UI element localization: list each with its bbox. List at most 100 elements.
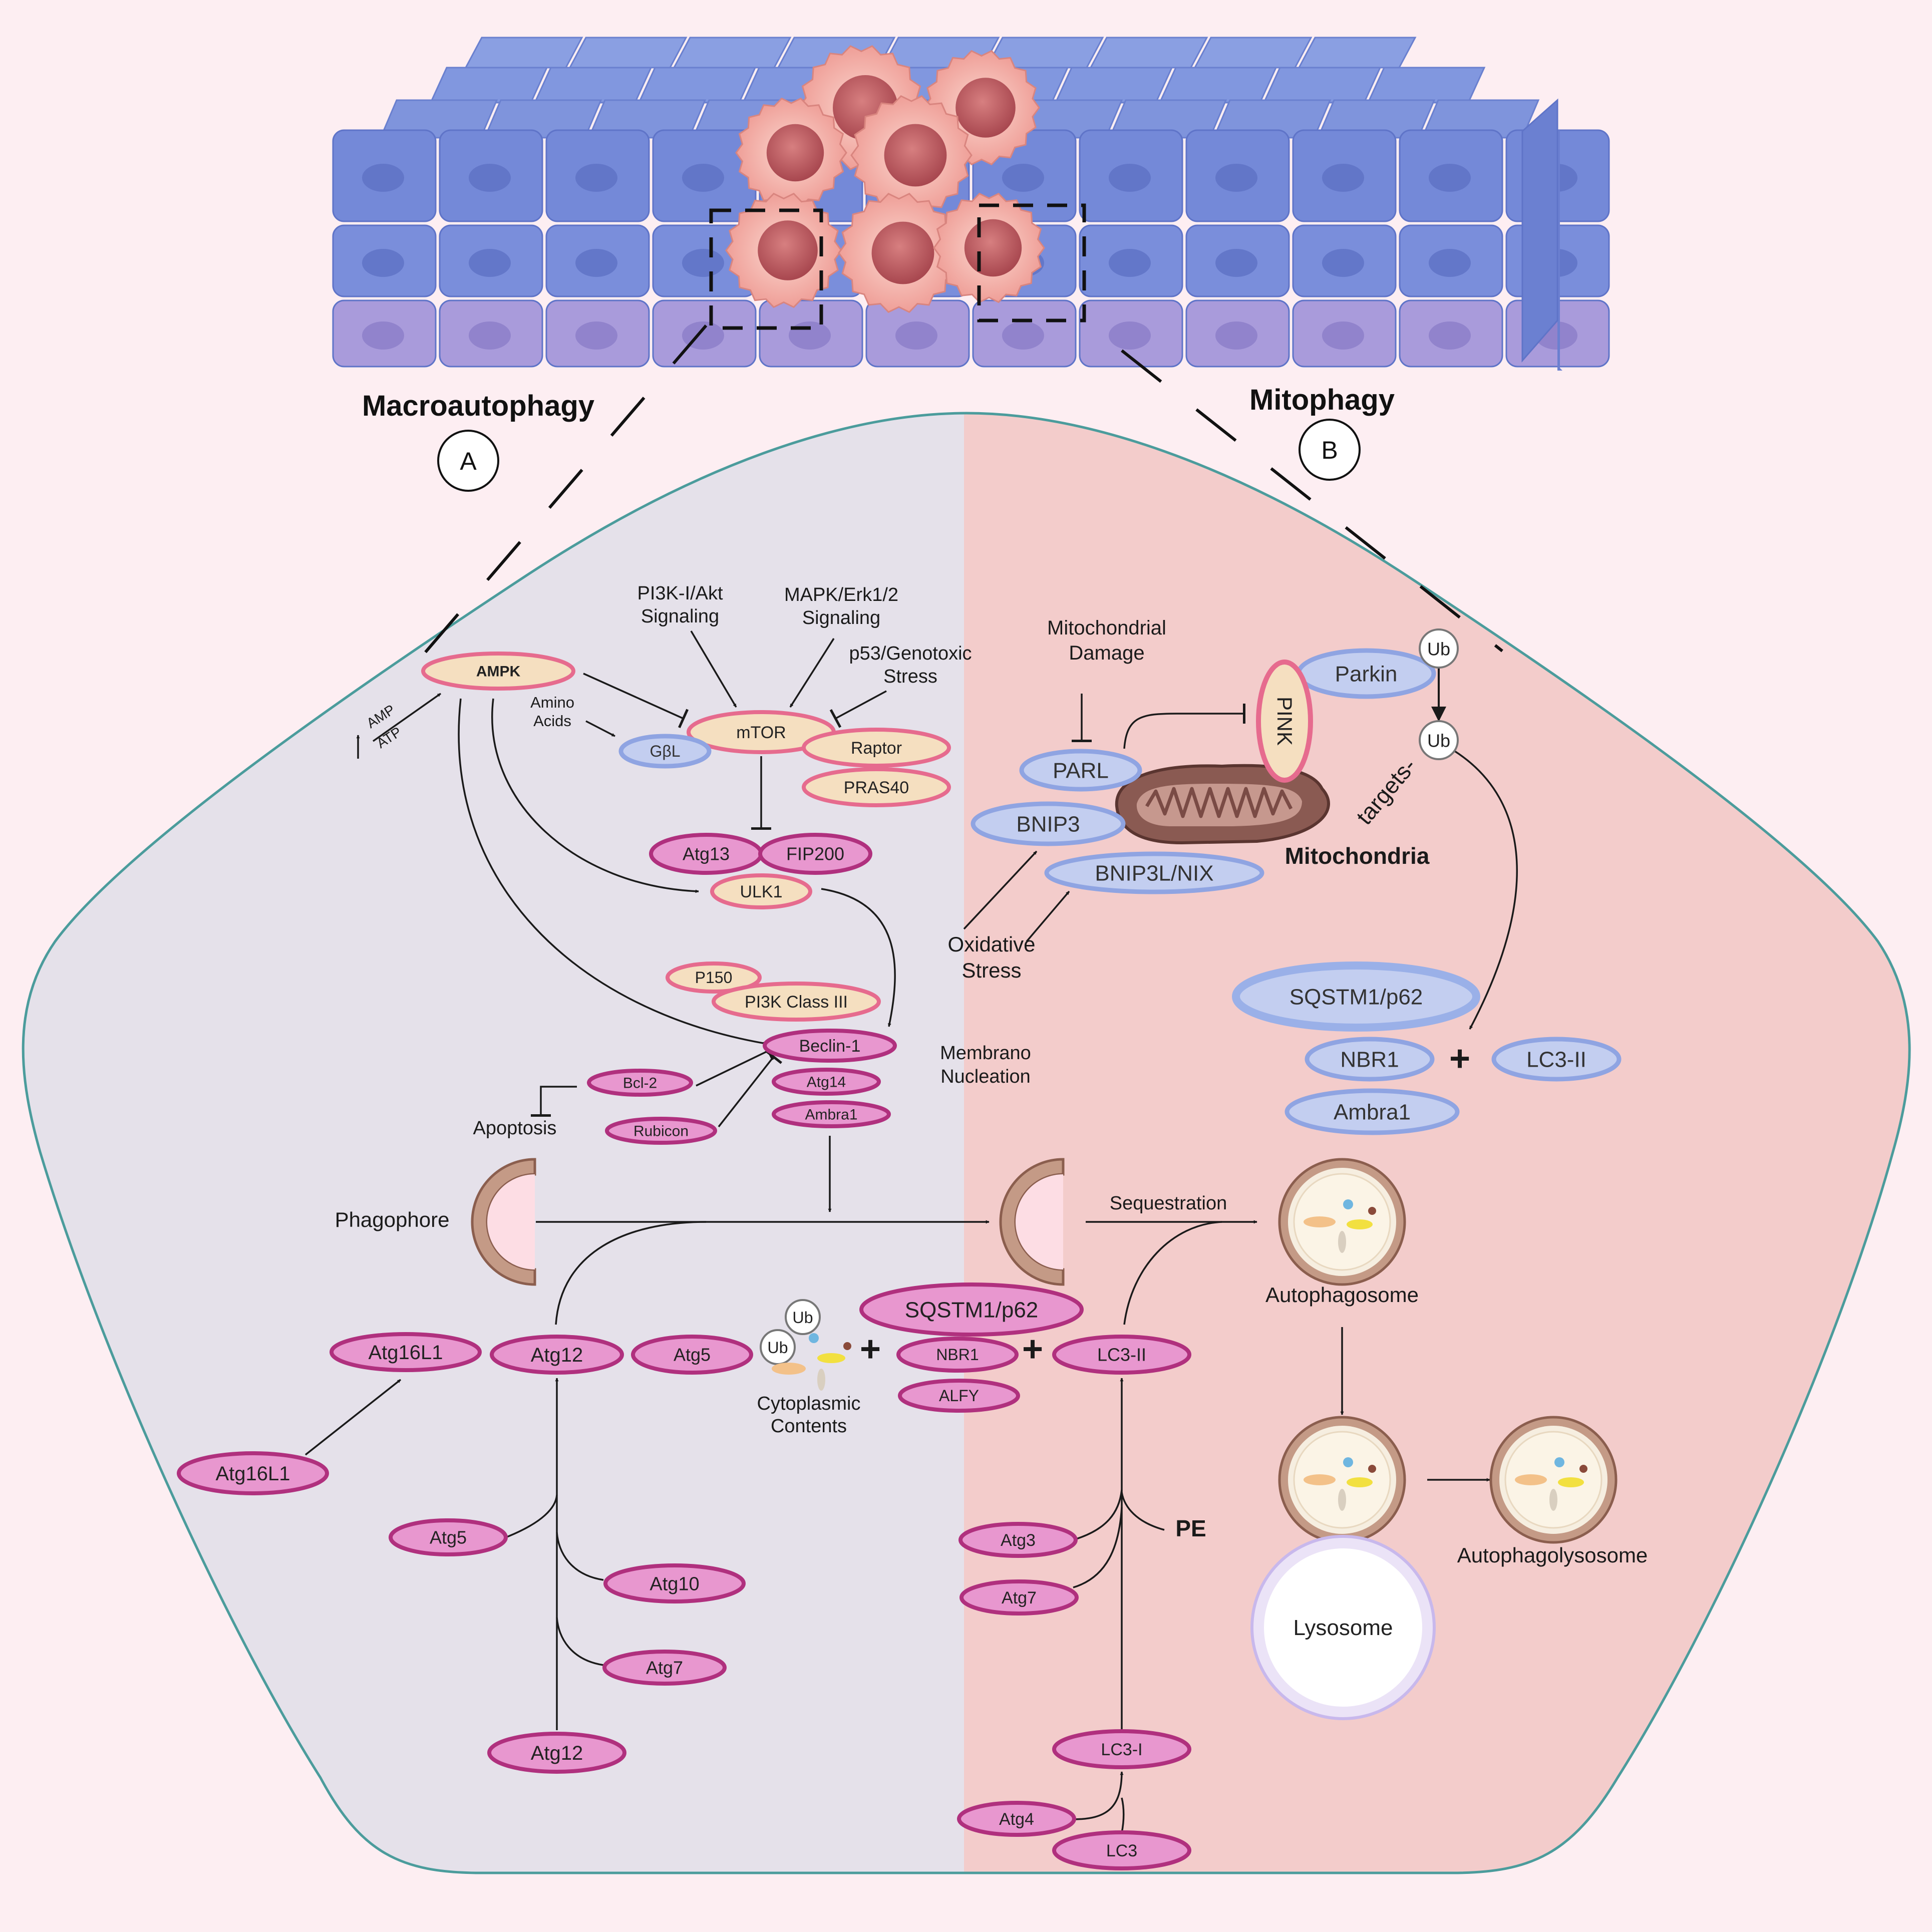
tissue-cell-nucleus	[1322, 321, 1364, 350]
pras40-node: PRAS40	[802, 767, 951, 807]
parl-node: PARL	[1019, 749, 1142, 792]
autophagolysosome-label: Autophagolysosome	[1457, 1543, 1648, 1567]
tissue-cell-top	[637, 67, 757, 104]
pe-label: PE	[1175, 1515, 1206, 1541]
atg10-label: Atg10	[650, 1573, 699, 1594]
atg4-label: Atg4	[999, 1810, 1034, 1829]
beclin1-label: Beclin-1	[799, 1037, 861, 1056]
pathway-labels: AMP ATP Amino Acids PI3K-I/Akt Signaling…	[335, 583, 1648, 1567]
ampk-node: AMPK	[421, 652, 575, 691]
gbl-label: GβL	[650, 742, 680, 760]
tissue-cell-nucleus	[1215, 249, 1257, 277]
parkin-label: Parkin	[1335, 662, 1398, 686]
tissue-cell-nucleus	[1109, 249, 1151, 277]
cell-body	[22, 412, 1911, 1874]
cytoplasmic-cargo	[772, 1333, 851, 1391]
tissue-cell-nucleus	[1429, 164, 1471, 192]
sequestration-label: Sequestration	[1110, 1193, 1227, 1214]
nbr1-mito-node: NBR1	[1305, 1037, 1435, 1082]
beclin1-node: Beclin-1	[763, 1029, 897, 1063]
ampk-label: AMPK	[476, 664, 521, 680]
svg-text:A: A	[460, 447, 477, 475]
nbr1-cargo-node: NBR1	[896, 1337, 1019, 1373]
svg-text:Ub: Ub	[1427, 730, 1450, 751]
atg16l1-top-node: Atg16L1	[330, 1332, 482, 1372]
lc3i-node: LC3-I	[1052, 1729, 1191, 1769]
autophagosome-fusing-illustration	[1278, 1416, 1406, 1544]
tissue-cell-nucleus	[1215, 164, 1257, 192]
tumor-cell-nucleus	[884, 124, 947, 187]
cytoplasmic-contents-label-2: Contents	[771, 1416, 847, 1437]
atg3-node: Atg3	[958, 1522, 1078, 1558]
ubiquitin-top: Ub	[1419, 628, 1459, 669]
atg12-bottom-node: Atg12	[487, 1732, 626, 1774]
svg-text:Ub: Ub	[792, 1309, 813, 1327]
tissue-cell-nucleus	[469, 321, 511, 350]
atg13-node: Atg13	[649, 833, 763, 875]
alfy-node: ALFY	[898, 1379, 1020, 1413]
tissue-cell-nucleus	[1429, 249, 1471, 277]
pink-label: PINK	[1273, 697, 1297, 746]
tissue-cell-nucleus	[1322, 164, 1364, 192]
lc3ii-mito-label: LC3-II	[1526, 1047, 1586, 1072]
gbl-node: GβL	[618, 734, 712, 769]
tissue-cell-nucleus	[1002, 321, 1044, 350]
phagophore-label: Phagophore	[335, 1208, 450, 1231]
tissue-cell-nucleus	[1109, 164, 1151, 192]
tissue-cell-nucleus	[895, 321, 937, 350]
tissue-cell-top	[673, 37, 792, 69]
pink-node: PINK	[1256, 660, 1313, 783]
parl-label: PARL	[1053, 758, 1109, 783]
atg5-bottom-node: Atg5	[389, 1518, 508, 1556]
tissue-cell-nucleus	[469, 164, 511, 192]
phagophore-illustration	[471, 1158, 536, 1286]
mitochondrial-damage-label-1: Mitochondrial	[1047, 617, 1166, 639]
oxidative-stress-label-2: Stress	[961, 958, 1021, 982]
atg10-node: Atg10	[603, 1563, 746, 1603]
mitophagy-heading: Mitophagy	[1249, 384, 1395, 416]
amino-acids-label-1: Amino	[530, 694, 574, 711]
pathway-connectors	[304, 630, 1518, 1833]
atg12-top-node: Atg12	[490, 1335, 624, 1375]
pi3k-class3-node: PI3K Class III	[712, 982, 881, 1022]
bnip3l-node: BNIP3L/NIX	[1044, 851, 1264, 894]
ulk1-label: ULK1	[740, 882, 782, 901]
pras40-label: PRAS40	[844, 778, 909, 797]
atg7-right-node: Atg7	[959, 1579, 1079, 1616]
atg13-label: Atg13	[683, 844, 730, 864]
tissue-cell-nucleus	[362, 249, 404, 277]
autophagosome-illustration	[1278, 1158, 1406, 1286]
parkin-node: Parkin	[1296, 648, 1436, 699]
lysosome-illustration: Lysosome	[1250, 1535, 1436, 1720]
mapk-erk-label-2: Signaling	[802, 607, 880, 628]
tissue-cell-nucleus	[575, 249, 617, 277]
p53-stress-label-2: Stress	[883, 666, 937, 687]
tumor-cell-nucleus	[766, 124, 824, 182]
ulk1-node: ULK1	[710, 873, 812, 909]
mapk-erk-label-1: MAPK/Erk1/2	[784, 584, 898, 605]
svg-text:Ub: Ub	[1427, 638, 1450, 659]
lc3ii-cargo-label: LC3-II	[1097, 1345, 1146, 1365]
tissue-cell-nucleus	[1322, 249, 1364, 277]
atg14-node: Atg14	[772, 1068, 881, 1096]
tumor-cell-nucleus	[758, 220, 818, 280]
pi3k-akt-label-1: PI3K-I/Akt	[637, 583, 723, 604]
lc3i-label: LC3-I	[1101, 1740, 1142, 1759]
atg3-label: Atg3	[1001, 1531, 1036, 1550]
atg16l1-top-label: Atg16L1	[368, 1342, 443, 1364]
ambra1-label: Ambra1	[805, 1107, 857, 1123]
tissue-cell-top	[1193, 37, 1313, 69]
rubicon-label: Rubicon	[633, 1123, 689, 1140]
tissue-cell-nucleus	[1429, 321, 1471, 350]
zoom-lines	[414, 325, 1503, 665]
sqstm1-cargo-label: SQSTM1/p62	[905, 1298, 1039, 1322]
tissue-cell-nucleus	[1215, 321, 1257, 350]
pi3k-class3-label: PI3K Class III	[745, 993, 848, 1012]
plus-sign-receptors: +	[1022, 1329, 1043, 1369]
tissue-cell-top	[429, 67, 548, 104]
ubiquitin-bottom: Ub	[1419, 720, 1459, 760]
nbr1-cargo-label: NBR1	[936, 1346, 979, 1364]
tissue-cell-nucleus	[789, 321, 831, 350]
nbr1-mito-label: NBR1	[1340, 1047, 1399, 1072]
